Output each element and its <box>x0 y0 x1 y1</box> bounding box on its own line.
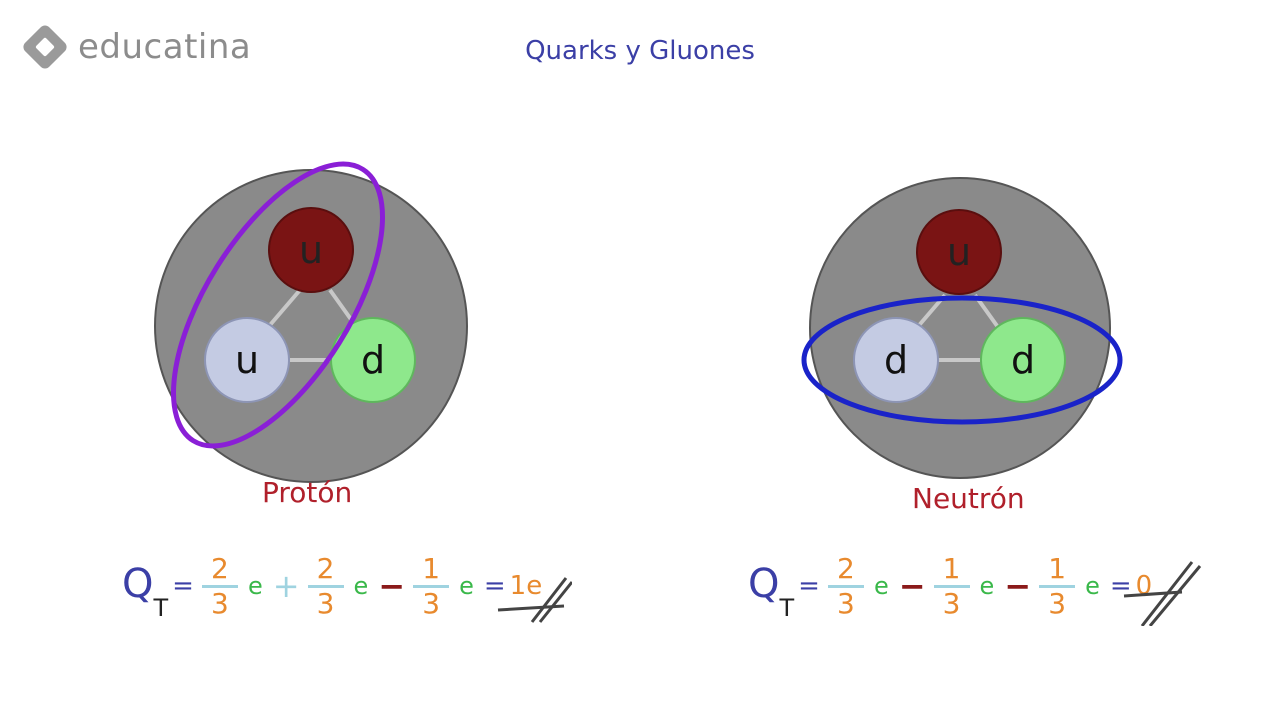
logo: educatina <box>20 22 251 72</box>
proton-quark-d <box>330 317 416 403</box>
proton-quark-u2 <box>204 317 290 403</box>
proton-eq-equals: = <box>172 571 194 601</box>
neutron-eq-e1: e <box>873 572 889 600</box>
proton-eq-op2: − <box>378 567 406 605</box>
page-title: Quarks y Gluones <box>525 36 755 66</box>
proton-ring <box>171 161 385 449</box>
neutron-quark-d1-label: d <box>884 338 908 382</box>
neutron-quark-d2 <box>980 317 1066 403</box>
proton-result-underline-mark <box>498 577 573 623</box>
proton-eq-result: 1e <box>509 571 543 601</box>
neutron-result-underline-mark <box>1124 561 1202 626</box>
proton-diagram: u u d <box>154 161 468 483</box>
neutron-eq-e3: e <box>1085 572 1100 600</box>
neutron-quark-u <box>916 209 1002 295</box>
proton-quark-u2-label: u <box>235 338 259 382</box>
proton-quark-u1-label: u <box>299 228 323 272</box>
proton-quark-u1 <box>268 207 354 293</box>
neutron-eq-equals: = <box>798 571 820 601</box>
neutron-ring <box>801 295 1123 425</box>
proton-eq-q: QT <box>122 560 169 622</box>
neutron-eq-e2: e <box>979 572 995 600</box>
proton-eq-e2: e <box>353 572 369 600</box>
neutron-eq-equals2: = <box>1109 571 1132 601</box>
educatina-logo-icon <box>23 25 67 69</box>
proton-quark-d-label: d <box>361 338 385 382</box>
proton-eq-e3: e <box>459 572 474 600</box>
neutron-nucleon <box>809 177 1111 479</box>
proton-label: Protón <box>262 476 353 509</box>
proton-eq-equals2: = <box>483 571 506 601</box>
neutron-label: Neutrón <box>912 482 1025 515</box>
neutron-quark-d1 <box>853 317 939 403</box>
neutron-eq-op1: − <box>898 567 926 605</box>
neutron-eq-q: QT <box>748 560 795 622</box>
proton-eq-op1: + <box>272 567 300 605</box>
neutron-diagram: u d d <box>801 177 1123 479</box>
proton-eq-e1: e <box>247 572 263 600</box>
neutron-eq-op2: − <box>1004 567 1032 605</box>
neutron-quark-u-label: u <box>947 230 971 274</box>
neutron-quark-d2-label: d <box>1011 338 1035 382</box>
logo-text: educatina <box>78 27 252 67</box>
